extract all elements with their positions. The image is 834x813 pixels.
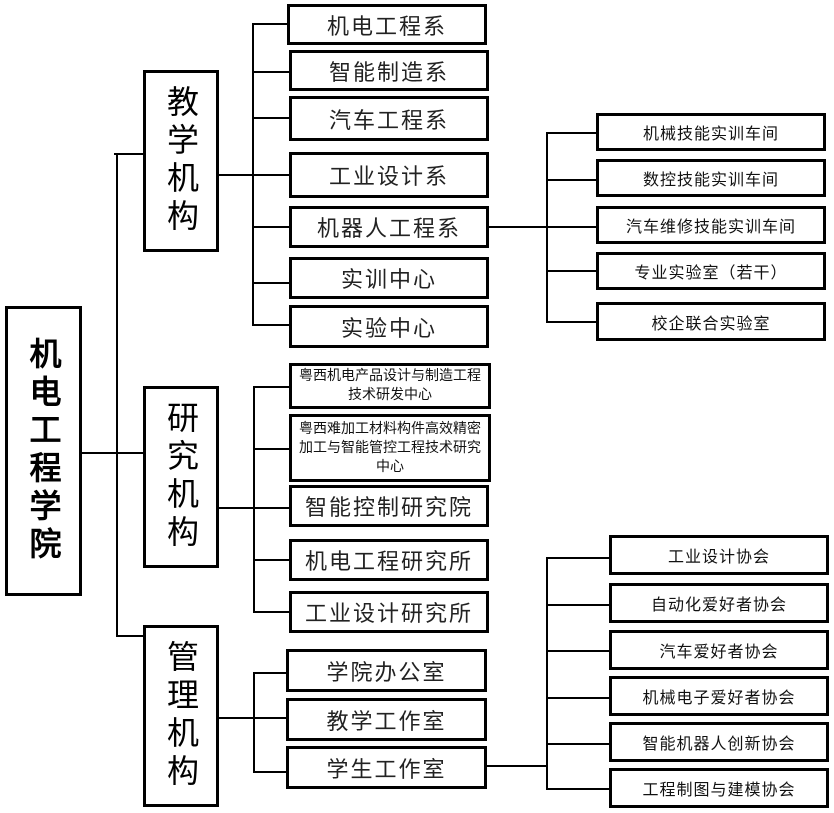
office-node: 学院办公室 bbox=[286, 649, 487, 692]
connector bbox=[546, 650, 611, 652]
research-node: 粤西机电产品设计与制造工程技术研发中心 bbox=[289, 363, 491, 409]
connector bbox=[80, 452, 117, 454]
association-node: 工业设计协会 bbox=[609, 535, 829, 575]
unit-label: 学院办公室 bbox=[326, 660, 447, 686]
dept-teaching: 教学机构 bbox=[143, 70, 219, 252]
connector bbox=[546, 226, 598, 228]
unit-label: 机器人工程系 bbox=[316, 217, 461, 242]
connector bbox=[116, 635, 144, 637]
connector bbox=[252, 174, 290, 176]
unit-label: 智能机器人创新协会 bbox=[642, 734, 796, 753]
connector bbox=[546, 321, 598, 323]
connector bbox=[252, 117, 290, 119]
office-node: 学生工作室 bbox=[286, 746, 487, 789]
connector bbox=[252, 226, 290, 228]
unit-label: 实训中心 bbox=[340, 268, 437, 293]
connector bbox=[253, 611, 291, 613]
unit-node: 智能制造系 bbox=[289, 50, 489, 91]
unit-node: 汽车工程系 bbox=[289, 96, 489, 141]
unit-label: 汽车工程系 bbox=[328, 108, 449, 134]
connector bbox=[252, 282, 290, 284]
connector bbox=[253, 672, 289, 674]
connector bbox=[217, 174, 253, 176]
unit-node: 工业设计系 bbox=[289, 152, 489, 198]
connector bbox=[488, 226, 598, 228]
connector bbox=[546, 557, 548, 789]
dept-label: 管理机构 bbox=[162, 640, 200, 792]
dept-label: 教学机构 bbox=[162, 85, 200, 237]
unit-node: 机器人工程系 bbox=[289, 206, 489, 248]
connector bbox=[253, 771, 289, 773]
training-unit-node: 汽车维修技能实训车间 bbox=[596, 206, 826, 244]
connector bbox=[114, 153, 144, 155]
unit-label: 工程制图与建模协会 bbox=[642, 780, 796, 799]
connector bbox=[116, 452, 144, 454]
unit-label: 机械电子爱好者协会 bbox=[642, 688, 796, 707]
dept-management: 管理机构 bbox=[143, 625, 219, 807]
dept-label: 研究机构 bbox=[162, 401, 200, 553]
unit-label: 实验中心 bbox=[340, 316, 437, 342]
training-unit-node: 专业实验室（若干） bbox=[596, 252, 826, 290]
unit-label: 机电工程系 bbox=[326, 14, 447, 40]
unit-label: 智能控制研究院 bbox=[304, 496, 473, 521]
unit-label: 校企联合实验室 bbox=[651, 313, 771, 333]
unit-label: 机电工程研究所 bbox=[304, 550, 473, 575]
connector bbox=[252, 23, 290, 25]
research-node: 机电工程研究所 bbox=[289, 539, 489, 581]
research-node: 粤西难加工材料构件高效精密加工与智能管控工程技术研究中心 bbox=[289, 414, 491, 482]
unit-label: 自动化爱好者协会 bbox=[650, 595, 787, 614]
association-node: 工程制图与建模协会 bbox=[609, 768, 829, 808]
root-label: 机电工程学院 bbox=[24, 337, 63, 565]
connector bbox=[252, 324, 290, 326]
unit-label: 汽车爱好者协会 bbox=[659, 642, 779, 661]
research-node: 工业设计研究所 bbox=[289, 591, 489, 633]
connector bbox=[217, 717, 289, 719]
unit-label: 汽车维修技能实训车间 bbox=[625, 217, 796, 236]
unit-label: 粤西难加工材料构件高效精密加工与智能管控工程技术研究中心 bbox=[299, 420, 481, 475]
unit-label: 智能制造系 bbox=[328, 60, 449, 86]
unit-label: 数控技能实训车间 bbox=[642, 170, 779, 189]
root-node: 机电工程学院 bbox=[5, 306, 82, 596]
association-node: 智能机器人创新协会 bbox=[609, 722, 829, 762]
connector bbox=[253, 386, 255, 611]
unit-label: 粤西机电产品设计与制造工程技术研发中心 bbox=[299, 368, 481, 403]
connector bbox=[253, 559, 291, 561]
connector bbox=[252, 71, 290, 73]
connector bbox=[546, 557, 611, 559]
unit-node: 机电工程系 bbox=[287, 4, 487, 45]
connector bbox=[546, 604, 611, 606]
connector bbox=[253, 448, 291, 450]
connector bbox=[546, 270, 598, 272]
training-unit-node: 机械技能实训车间 bbox=[596, 113, 826, 151]
unit-label: 学生工作室 bbox=[326, 757, 447, 783]
connector bbox=[546, 132, 598, 134]
unit-label: 工业设计系 bbox=[328, 165, 449, 190]
association-node: 机械电子爱好者协会 bbox=[609, 676, 829, 716]
unit-node: 实验中心 bbox=[289, 305, 489, 348]
association-node: 汽车爱好者协会 bbox=[609, 630, 829, 670]
connector bbox=[253, 507, 291, 509]
research-node: 智能控制研究院 bbox=[289, 485, 489, 527]
connector bbox=[546, 788, 611, 790]
connector bbox=[253, 672, 255, 772]
training-unit-node: 数控技能实训车间 bbox=[596, 159, 826, 197]
dept-research: 研究机构 bbox=[143, 386, 219, 568]
office-node: 教学工作室 bbox=[286, 698, 487, 741]
connector bbox=[546, 179, 598, 181]
unit-node: 实训中心 bbox=[289, 257, 489, 299]
connector bbox=[546, 743, 611, 745]
connector bbox=[116, 153, 118, 636]
training-unit-node: 校企联合实验室 bbox=[596, 302, 826, 341]
connector bbox=[253, 386, 291, 388]
unit-label: 工业设计协会 bbox=[667, 547, 770, 566]
unit-label: 专业实验室（若干） bbox=[634, 263, 788, 282]
association-node: 自动化爱好者协会 bbox=[609, 583, 829, 623]
connector bbox=[546, 697, 611, 699]
unit-label: 工业设计研究所 bbox=[304, 602, 473, 627]
connector bbox=[486, 765, 548, 767]
unit-label: 机械技能实训车间 bbox=[642, 124, 779, 143]
connector bbox=[217, 507, 254, 509]
unit-label: 教学工作室 bbox=[326, 709, 447, 735]
